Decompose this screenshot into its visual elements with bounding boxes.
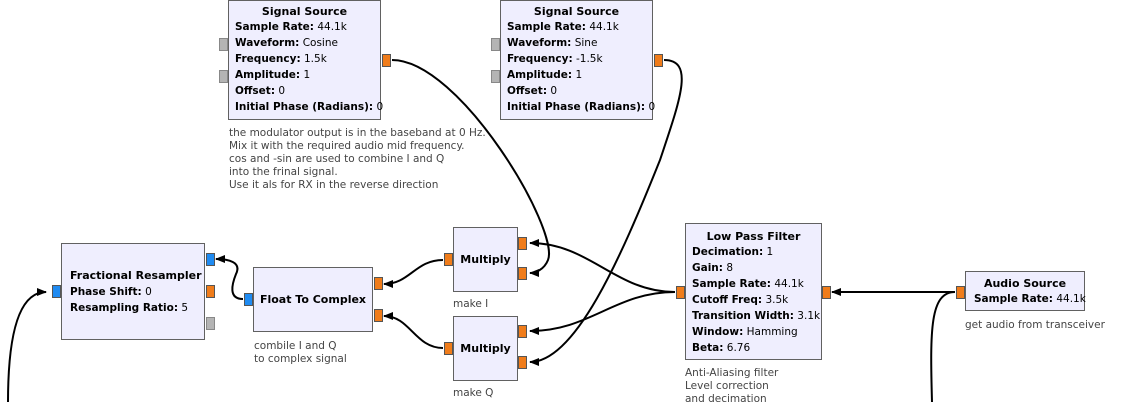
port-f2c-in-im[interactable]: [374, 309, 383, 322]
block-params: Sample Rate: 44.1k Waveform: Cosine Freq…: [229, 19, 384, 115]
param-amplitude: Amplitude: 1: [235, 69, 311, 81]
port-sig-cos-in-amp[interactable]: [219, 70, 228, 83]
param-amplitude: Amplitude: 1: [507, 69, 583, 81]
block-title: Signal Source: [533, 5, 620, 18]
port-mul-i-in1[interactable]: [518, 267, 527, 280]
block-title: Fractional Resampler: [70, 268, 202, 282]
wire-lpf-to-mul-i[interactable]: [529, 239, 676, 293]
block-title: Multiply: [460, 252, 511, 266]
param-initial-phase: Initial Phase (Radians): 0: [235, 101, 384, 113]
param-gain: Gain: 8: [692, 262, 734, 274]
param-sample-rate: Sample Rate: 44.1k: [974, 293, 1086, 305]
wire-cos-to-mul-i[interactable]: [391, 59, 550, 277]
param-sample-rate: Sample Rate: 44.1k: [507, 21, 619, 33]
param-sample-rate: Sample Rate: 44.1k: [692, 278, 804, 290]
wire-offscreen-to-frac[interactable]: [7, 288, 47, 402]
comment-combine: combile I and Q to complex signal: [254, 340, 347, 365]
float-to-complex-block[interactable]: Float To Complex: [253, 267, 373, 332]
port-sig-cos-out[interactable]: [382, 54, 391, 67]
block-title: Float To Complex: [259, 292, 367, 306]
param-sample-rate: Sample Rate: 44.1k: [235, 21, 347, 33]
port-mul-i-out[interactable]: [444, 253, 453, 266]
port-lpf-in[interactable]: [822, 286, 831, 299]
block-title: Signal Source: [261, 5, 348, 18]
multiply-i-block[interactable]: Multiply: [453, 227, 518, 292]
param-window: Window: Hamming: [692, 326, 798, 338]
param-offset: Offset: 0: [507, 85, 558, 97]
param-waveform: Waveform: Cosine: [235, 37, 338, 49]
param-frequency: Frequency: 1.5k: [235, 53, 327, 65]
comment-make-q: make Q: [453, 387, 494, 399]
port-sig-sin-out[interactable]: [654, 54, 663, 67]
port-mul-q-in1[interactable]: [518, 356, 527, 369]
port-frac-in-rate[interactable]: [206, 285, 215, 298]
param-decimation: Decimation: 1: [692, 246, 774, 258]
wire-mul-i-to-f2c[interactable]: [383, 259, 444, 288]
comment-make-i: make I: [453, 298, 489, 310]
param-initial-phase: Initial Phase (Radians): 0: [507, 101, 656, 113]
multiply-q-block[interactable]: Multiply: [453, 316, 518, 381]
wire-mul-q-to-f2c[interactable]: [383, 312, 444, 349]
block-params: Decimation: 1 Gain: 8 Sample Rate: 44.1k…: [686, 244, 821, 356]
low-pass-filter-block[interactable]: Low Pass Filter Decimation: 1 Gain: 8 Sa…: [685, 223, 822, 360]
param-frequency: Frequency: -1.5k: [507, 53, 603, 65]
wire-audio-down[interactable]: [930, 291, 956, 402]
block-params: Sample Rate: 44.1k: [966, 291, 1086, 307]
port-mul-q-out[interactable]: [444, 342, 453, 355]
wire-sin-to-mul-q[interactable]: [529, 59, 683, 366]
audio-source-block[interactable]: Audio Source Sample Rate: 44.1k: [965, 271, 1086, 311]
block-title: Low Pass Filter: [706, 230, 801, 243]
param-cutoff-freq: Cutoff Freq: 3.5k: [692, 294, 789, 306]
port-sig-sin-in-amp[interactable]: [491, 70, 500, 83]
port-frac-in[interactable]: [52, 285, 61, 298]
block-title: Multiply: [460, 341, 511, 355]
block-params: Sample Rate: 44.1k Waveform: Sine Freque…: [501, 19, 656, 115]
port-mul-q-in0[interactable]: [518, 325, 527, 338]
wire-f2c-to-frac[interactable]: [215, 255, 244, 300]
port-mul-i-in0[interactable]: [518, 237, 527, 250]
port-sig-sin-in-freq[interactable]: [491, 38, 500, 51]
port-frac-out[interactable]: [206, 253, 215, 266]
param-phase-shift: Phase Shift: 0: [70, 285, 152, 298]
signal-source-cosine-block[interactable]: Signal Source Sample Rate: 44.1k Wavefor…: [228, 0, 384, 120]
param-resampling-ratio: Resampling Ratio: 5: [70, 301, 189, 314]
param-beta: Beta: 6.76: [692, 342, 751, 354]
comment-modulator: the modulator output is in the baseband …: [229, 127, 486, 191]
port-f2c-out[interactable]: [244, 293, 253, 306]
port-f2c-in-re[interactable]: [374, 277, 383, 290]
port-sig-cos-in-freq[interactable]: [219, 38, 228, 51]
block-content: Fractional Resampler Phase Shift: 0 Resa…: [62, 268, 204, 316]
param-waveform: Waveform: Sine: [507, 37, 598, 49]
param-transition-width: Transition Width: 3.1k: [692, 310, 821, 322]
signal-source-sine-block[interactable]: Signal Source Sample Rate: 44.1k Wavefor…: [500, 0, 656, 120]
block-title: Audio Source: [983, 277, 1067, 290]
param-offset: Offset: 0: [235, 85, 286, 97]
port-lpf-out[interactable]: [676, 286, 685, 299]
fractional-resampler-block[interactable]: Fractional Resampler Phase Shift: 0 Resa…: [61, 243, 205, 340]
wire-lpf-to-mul-q[interactable]: [529, 291, 676, 335]
port-audio-out[interactable]: [956, 286, 965, 299]
comment-lpf: Anti-Aliasing filter Level correction an…: [685, 367, 779, 405]
port-frac-msg[interactable]: [206, 317, 215, 330]
comment-audio: get audio from transceiver: [965, 319, 1105, 331]
